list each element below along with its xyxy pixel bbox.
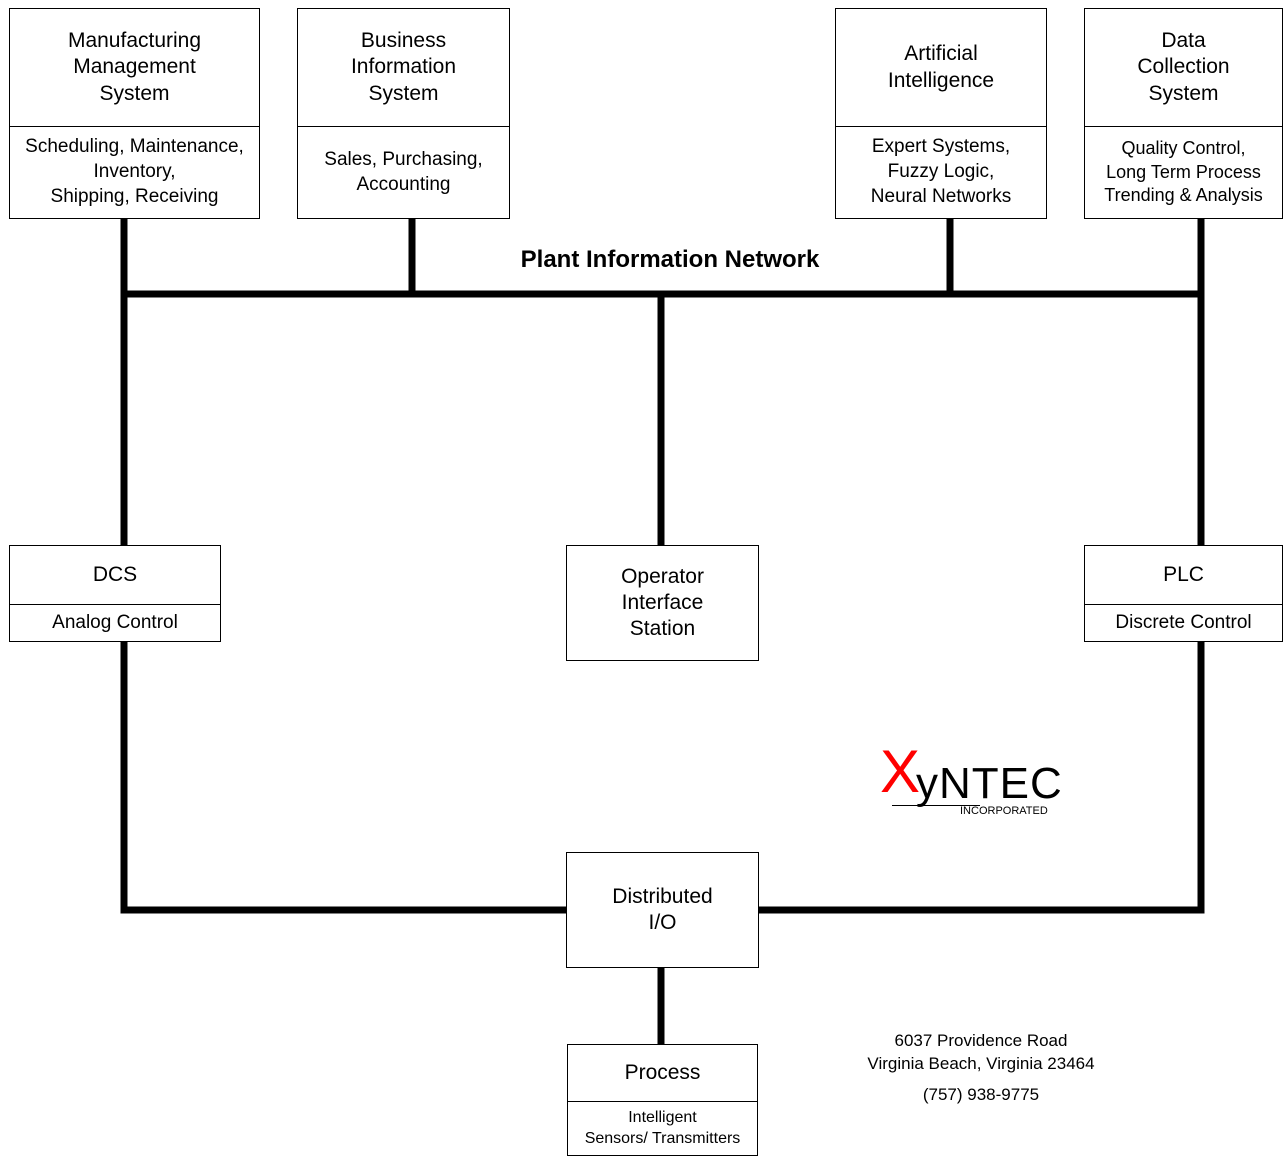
plc-io-link bbox=[759, 641, 1205, 914]
logo-incorporated: INCORPORATED bbox=[960, 805, 1048, 817]
operator-interface-station-box: Operator Interface Station bbox=[566, 545, 759, 661]
plant-information-network-label: Plant Information Network bbox=[520, 246, 820, 273]
dcs-io-link bbox=[120, 641, 567, 914]
logo-name: yNTEC bbox=[916, 759, 1063, 808]
box-title: Manufacturing Management System bbox=[67, 29, 202, 105]
box-subtitle: Analog Control bbox=[10, 604, 220, 641]
box-subtitle: Intelligent Sensors/ Transmitters bbox=[568, 1101, 757, 1155]
logo-x-mark: X bbox=[880, 738, 921, 805]
xyntec-logo: X yNTEC INCORPORATED bbox=[880, 742, 1080, 820]
box-title: DCS bbox=[92, 562, 138, 586]
distributed-io-box: Distributed I/O bbox=[566, 852, 759, 968]
artificial-intelligence-box: Artificial Intelligence Expert Systems, … bbox=[835, 8, 1047, 219]
box-title: Distributed I/O bbox=[612, 884, 713, 934]
dcs-box: DCS Analog Control bbox=[9, 545, 221, 642]
logo-rule bbox=[892, 805, 980, 806]
box-title: Business Information System bbox=[350, 29, 457, 105]
address-line-1: 6037 Providence Road bbox=[894, 1031, 1068, 1050]
box-title: Artificial Intelligence bbox=[887, 42, 995, 92]
data-collection-system-box: Data Collection System Quality Control, … bbox=[1084, 8, 1283, 219]
phone-number: (757) 938-9775 bbox=[922, 1085, 1040, 1104]
box-title: Operator Interface Station bbox=[621, 564, 704, 641]
manufacturing-management-system-box: Manufacturing Management System Scheduli… bbox=[9, 8, 260, 219]
process-box: Process Intelligent Sensors/ Transmitter… bbox=[567, 1044, 758, 1156]
box-subtitle: Discrete Control bbox=[1085, 604, 1282, 641]
box-subtitle: Quality Control, Long Term Process Trend… bbox=[1085, 126, 1282, 218]
box-title: Process bbox=[624, 1060, 701, 1084]
box-subtitle: Sales, Purchasing, Accounting bbox=[298, 126, 509, 218]
plc-box: PLC Discrete Control bbox=[1084, 545, 1283, 642]
box-subtitle: Scheduling, Maintenance, Inventory, Ship… bbox=[10, 126, 259, 218]
box-title: PLC bbox=[1163, 562, 1204, 586]
business-information-system-box: Business Information System Sales, Purch… bbox=[297, 8, 510, 219]
box-title: Data Collection System bbox=[1137, 29, 1230, 105]
box-subtitle: Expert Systems, Fuzzy Logic, Neural Netw… bbox=[836, 126, 1046, 218]
address-line-2: Virginia Beach, Virginia 23464 bbox=[867, 1054, 1095, 1073]
